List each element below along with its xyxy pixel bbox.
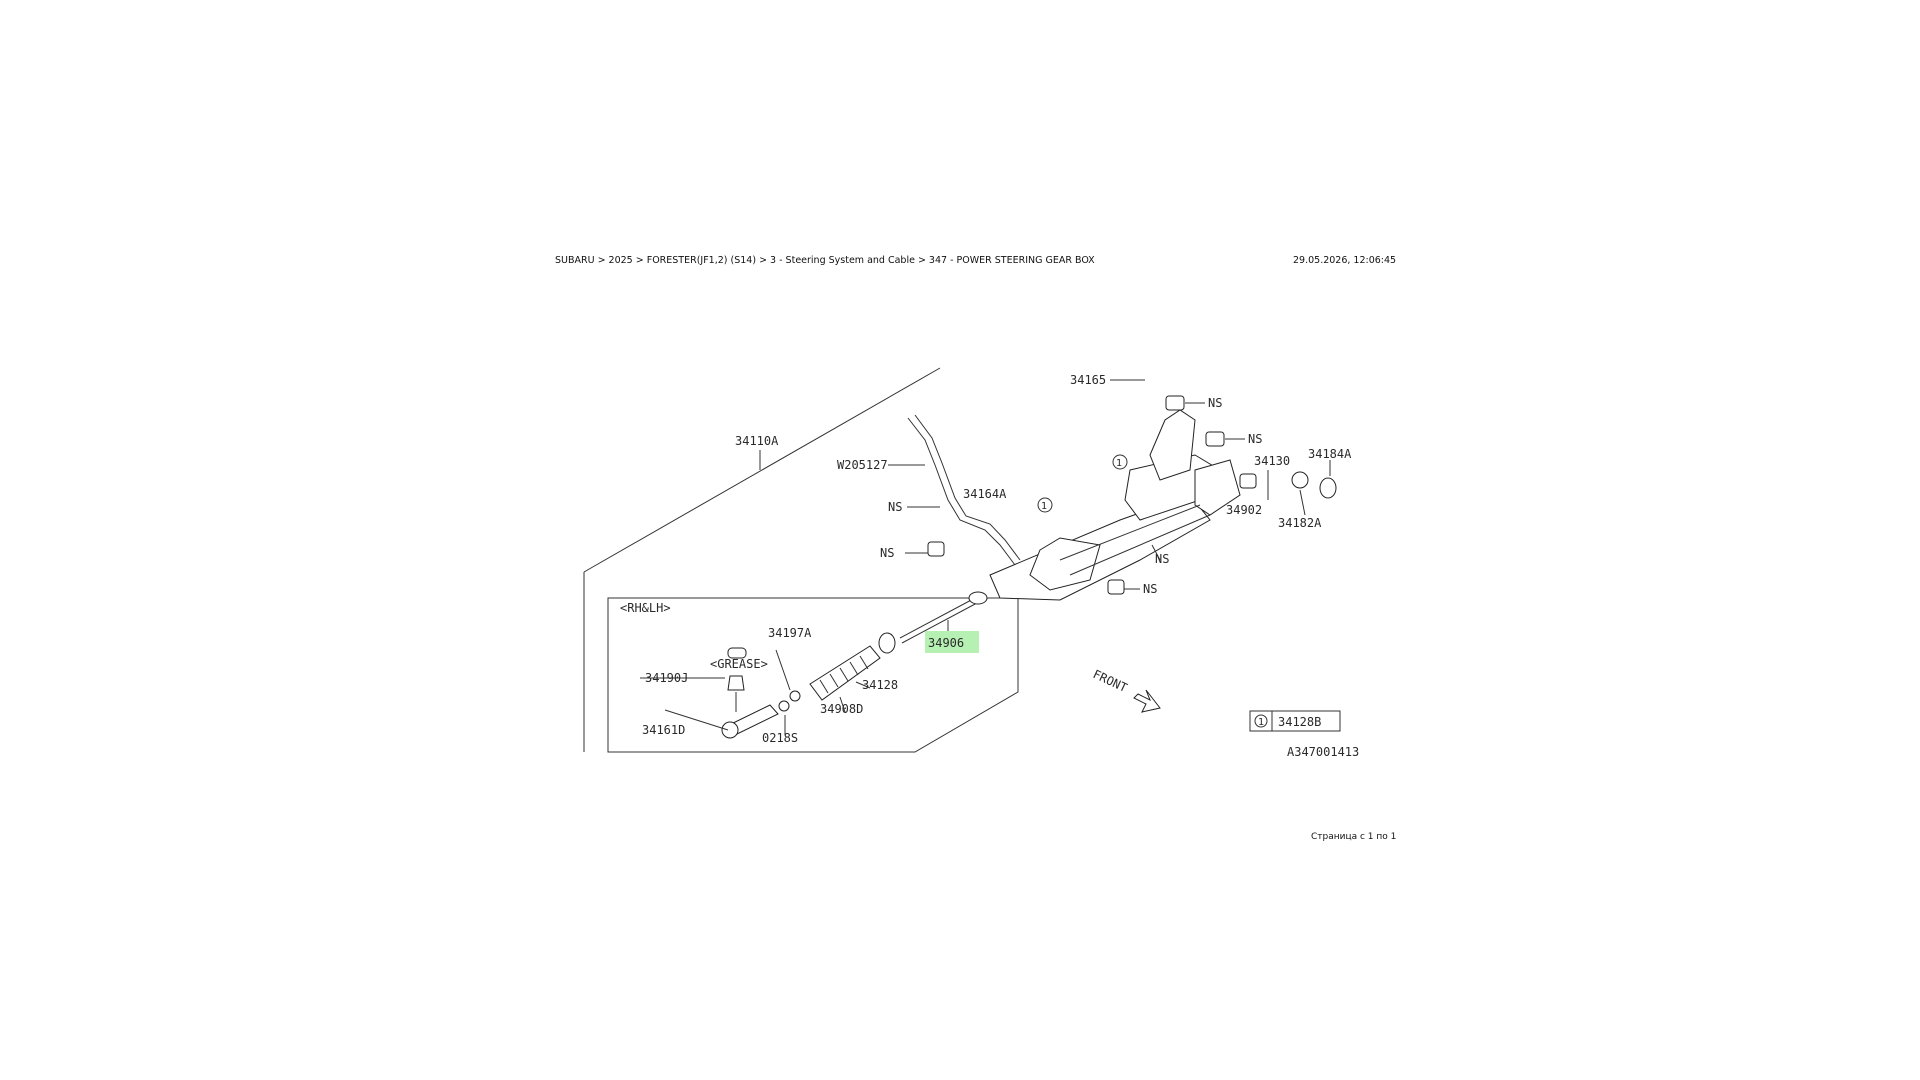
label-front: FRONT (1091, 667, 1130, 695)
label-grease: <GREASE> (710, 657, 768, 671)
label-34161D: 34161D (642, 723, 685, 737)
page-counter: Страница с 1 по 1 (1311, 832, 1397, 842)
label-rhlh: <RH&LH> (620, 601, 671, 615)
label-34906: 34906 (928, 636, 964, 650)
label-ns-3: NS (888, 500, 902, 514)
label-34164A: 34164A (963, 487, 1007, 501)
tie-rod-end-34161D (721, 690, 801, 739)
timestamp: 29.05.2026, 12:06:45 (1293, 255, 1397, 266)
highlight-34906 (925, 631, 979, 653)
label-34184A: 34184A (1308, 447, 1352, 461)
label-0218S: 0218S (762, 731, 798, 745)
part-labels: 34110A 34165 NS NS W205127 NS 34164A NS … (620, 373, 1352, 745)
legend-code: 34128B (1278, 715, 1321, 729)
circle-marker-2: 1 (1037, 497, 1053, 513)
breadcrumb: SUBARU > 2025 > FORESTER(JF1,2) (S14) > … (555, 255, 1095, 266)
label-ns-5: NS (1155, 552, 1169, 566)
svg-text:1: 1 (1116, 458, 1122, 469)
front-arrow-icon (1133, 689, 1161, 713)
label-34182A: 34182A (1278, 516, 1322, 530)
svg-text:1: 1 (1041, 501, 1047, 512)
leader-lines (640, 379, 1331, 735)
label-ns-1: NS (1208, 396, 1222, 410)
boot-34908D (809, 645, 881, 701)
label-ns-6: NS (1143, 582, 1157, 596)
label-34128: 34128 (862, 678, 898, 692)
bushings (927, 395, 1337, 595)
label-ns-4: NS (880, 546, 894, 560)
label-34130: 34130 (1254, 454, 1290, 468)
rhlh-inset-box (607, 597, 1019, 753)
legend-number: 1 (1258, 717, 1264, 728)
assembly-frame (583, 367, 941, 752)
label-34110A: 34110A (735, 434, 779, 448)
pipe-w205127 (907, 414, 1021, 566)
grease-cap (727, 647, 747, 712)
label-w205127: W205127 (837, 458, 888, 472)
label-34908D: 34908D (820, 702, 863, 716)
label-34190J: 34190J (645, 671, 688, 685)
legend-box: 1 34128B (1249, 710, 1341, 732)
label-ns-2: NS (1248, 432, 1262, 446)
clamp-34128 (878, 632, 896, 654)
tie-rod-34906 (899, 591, 988, 644)
circle-marker-1: 1 (1112, 454, 1128, 470)
label-34165: 34165 (1070, 373, 1106, 387)
label-34902: 34902 (1226, 503, 1262, 517)
label-34197A: 34197A (768, 626, 812, 640)
reference-code: A347001413 (1287, 745, 1359, 759)
steering-rack-body (989, 409, 1241, 601)
